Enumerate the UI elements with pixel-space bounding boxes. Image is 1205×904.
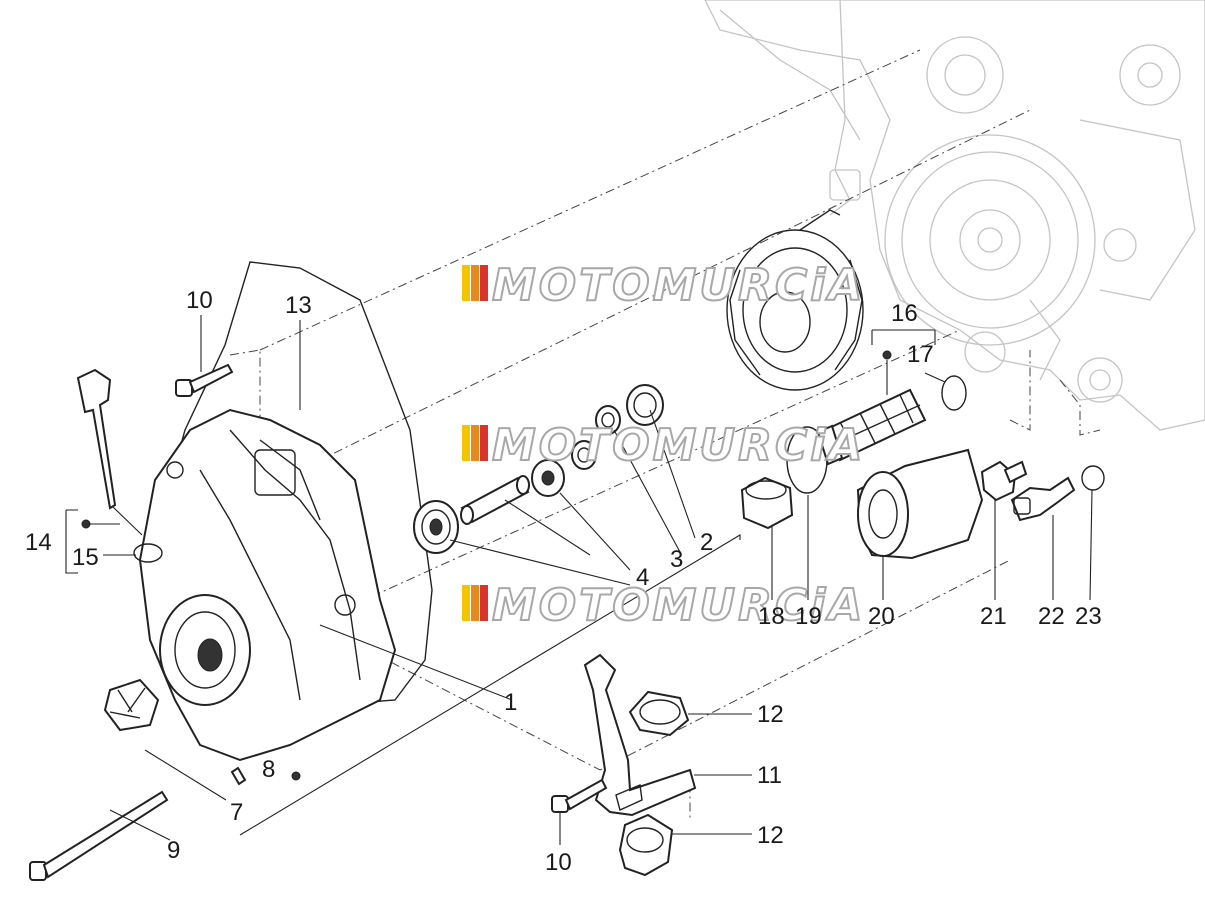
oil-filter-cartridge	[856, 448, 984, 560]
dot-marker-cover	[291, 771, 301, 781]
spacer-ring	[571, 440, 597, 470]
hose-clamp-lower	[618, 813, 674, 877]
watermark-stripe-1	[462, 425, 470, 461]
watermark-stripe-2	[471, 425, 479, 461]
watermark-stripe-2	[471, 585, 479, 621]
callout-13: 13	[285, 292, 312, 319]
callout-4: 4	[636, 564, 649, 591]
bearing	[531, 459, 565, 497]
callout-9: 9	[167, 837, 180, 864]
watermark-text: MOTOMURCiA	[492, 580, 865, 631]
callout-22: 22	[1038, 603, 1065, 630]
hose-clamp-upper	[628, 690, 690, 737]
callout-3: 3	[670, 546, 683, 573]
water-pump-impeller	[103, 678, 160, 732]
watermark-stripe-3	[480, 425, 488, 461]
mechanical-seal	[413, 500, 459, 554]
watermark: MOTOMURCiA	[462, 259, 865, 312]
pin-8	[230, 766, 247, 786]
callout-7: 7	[230, 799, 243, 826]
oil-pressure-switch	[980, 460, 1028, 502]
callout-23: 23	[1075, 603, 1102, 630]
callout-2: 2	[700, 529, 713, 556]
callout-1: 1	[504, 689, 517, 716]
callout-21: 21	[980, 603, 1007, 630]
washer-3	[595, 405, 621, 435]
callout-15: 15	[72, 544, 99, 571]
label-leaders	[65, 315, 1093, 845]
temperature-sensor	[1010, 476, 1076, 522]
callout-20: 20	[868, 603, 895, 630]
long-bolt	[29, 790, 169, 881]
o-ring-15	[133, 543, 163, 563]
watermark-text: MOTOMURCiA	[492, 260, 865, 311]
watermark: MOTOMURCiA	[462, 419, 865, 472]
callout-18: 18	[758, 603, 785, 630]
mesh-filter	[816, 388, 927, 466]
watermark-text: MOTOMURCiA	[492, 420, 865, 471]
watermark: MOTOMURCiA	[462, 579, 865, 632]
callout-16: 16	[891, 300, 918, 327]
callout-10-bottom: 10	[545, 849, 572, 876]
callout-8: 8	[262, 756, 275, 783]
callout-14: 14	[25, 529, 52, 556]
hose-bracket	[583, 653, 697, 817]
callout-12-upper: 12	[757, 701, 784, 728]
bolt-top	[175, 363, 234, 397]
o-ring-17	[941, 375, 967, 411]
callout-19: 19	[795, 603, 822, 630]
engine-block-background	[704, 0, 1205, 431]
callout-10-top: 10	[186, 287, 213, 314]
flywheel-cover	[138, 408, 397, 762]
watermark-stripe-3	[480, 585, 488, 621]
watermark-stripe-3	[480, 265, 488, 301]
callout-11: 11	[757, 762, 782, 789]
watermark-stripe-1	[462, 585, 470, 621]
oil-drain-plug	[740, 476, 794, 530]
washer-23	[1081, 465, 1105, 491]
stator	[726, 209, 864, 391]
callout-12-lower: 12	[757, 822, 784, 849]
watermark-stripe-2	[471, 265, 479, 301]
oil-dipstick	[76, 368, 143, 536]
callout-labels: 1 2 3 4 7 8 9 10 10 11 12 12 13 14 15 16…	[25, 287, 1102, 876]
watermark-stripe-1	[462, 265, 470, 301]
pump-shaft	[460, 475, 530, 525]
oil-seal-2	[626, 384, 664, 426]
callout-17: 17	[907, 341, 934, 368]
